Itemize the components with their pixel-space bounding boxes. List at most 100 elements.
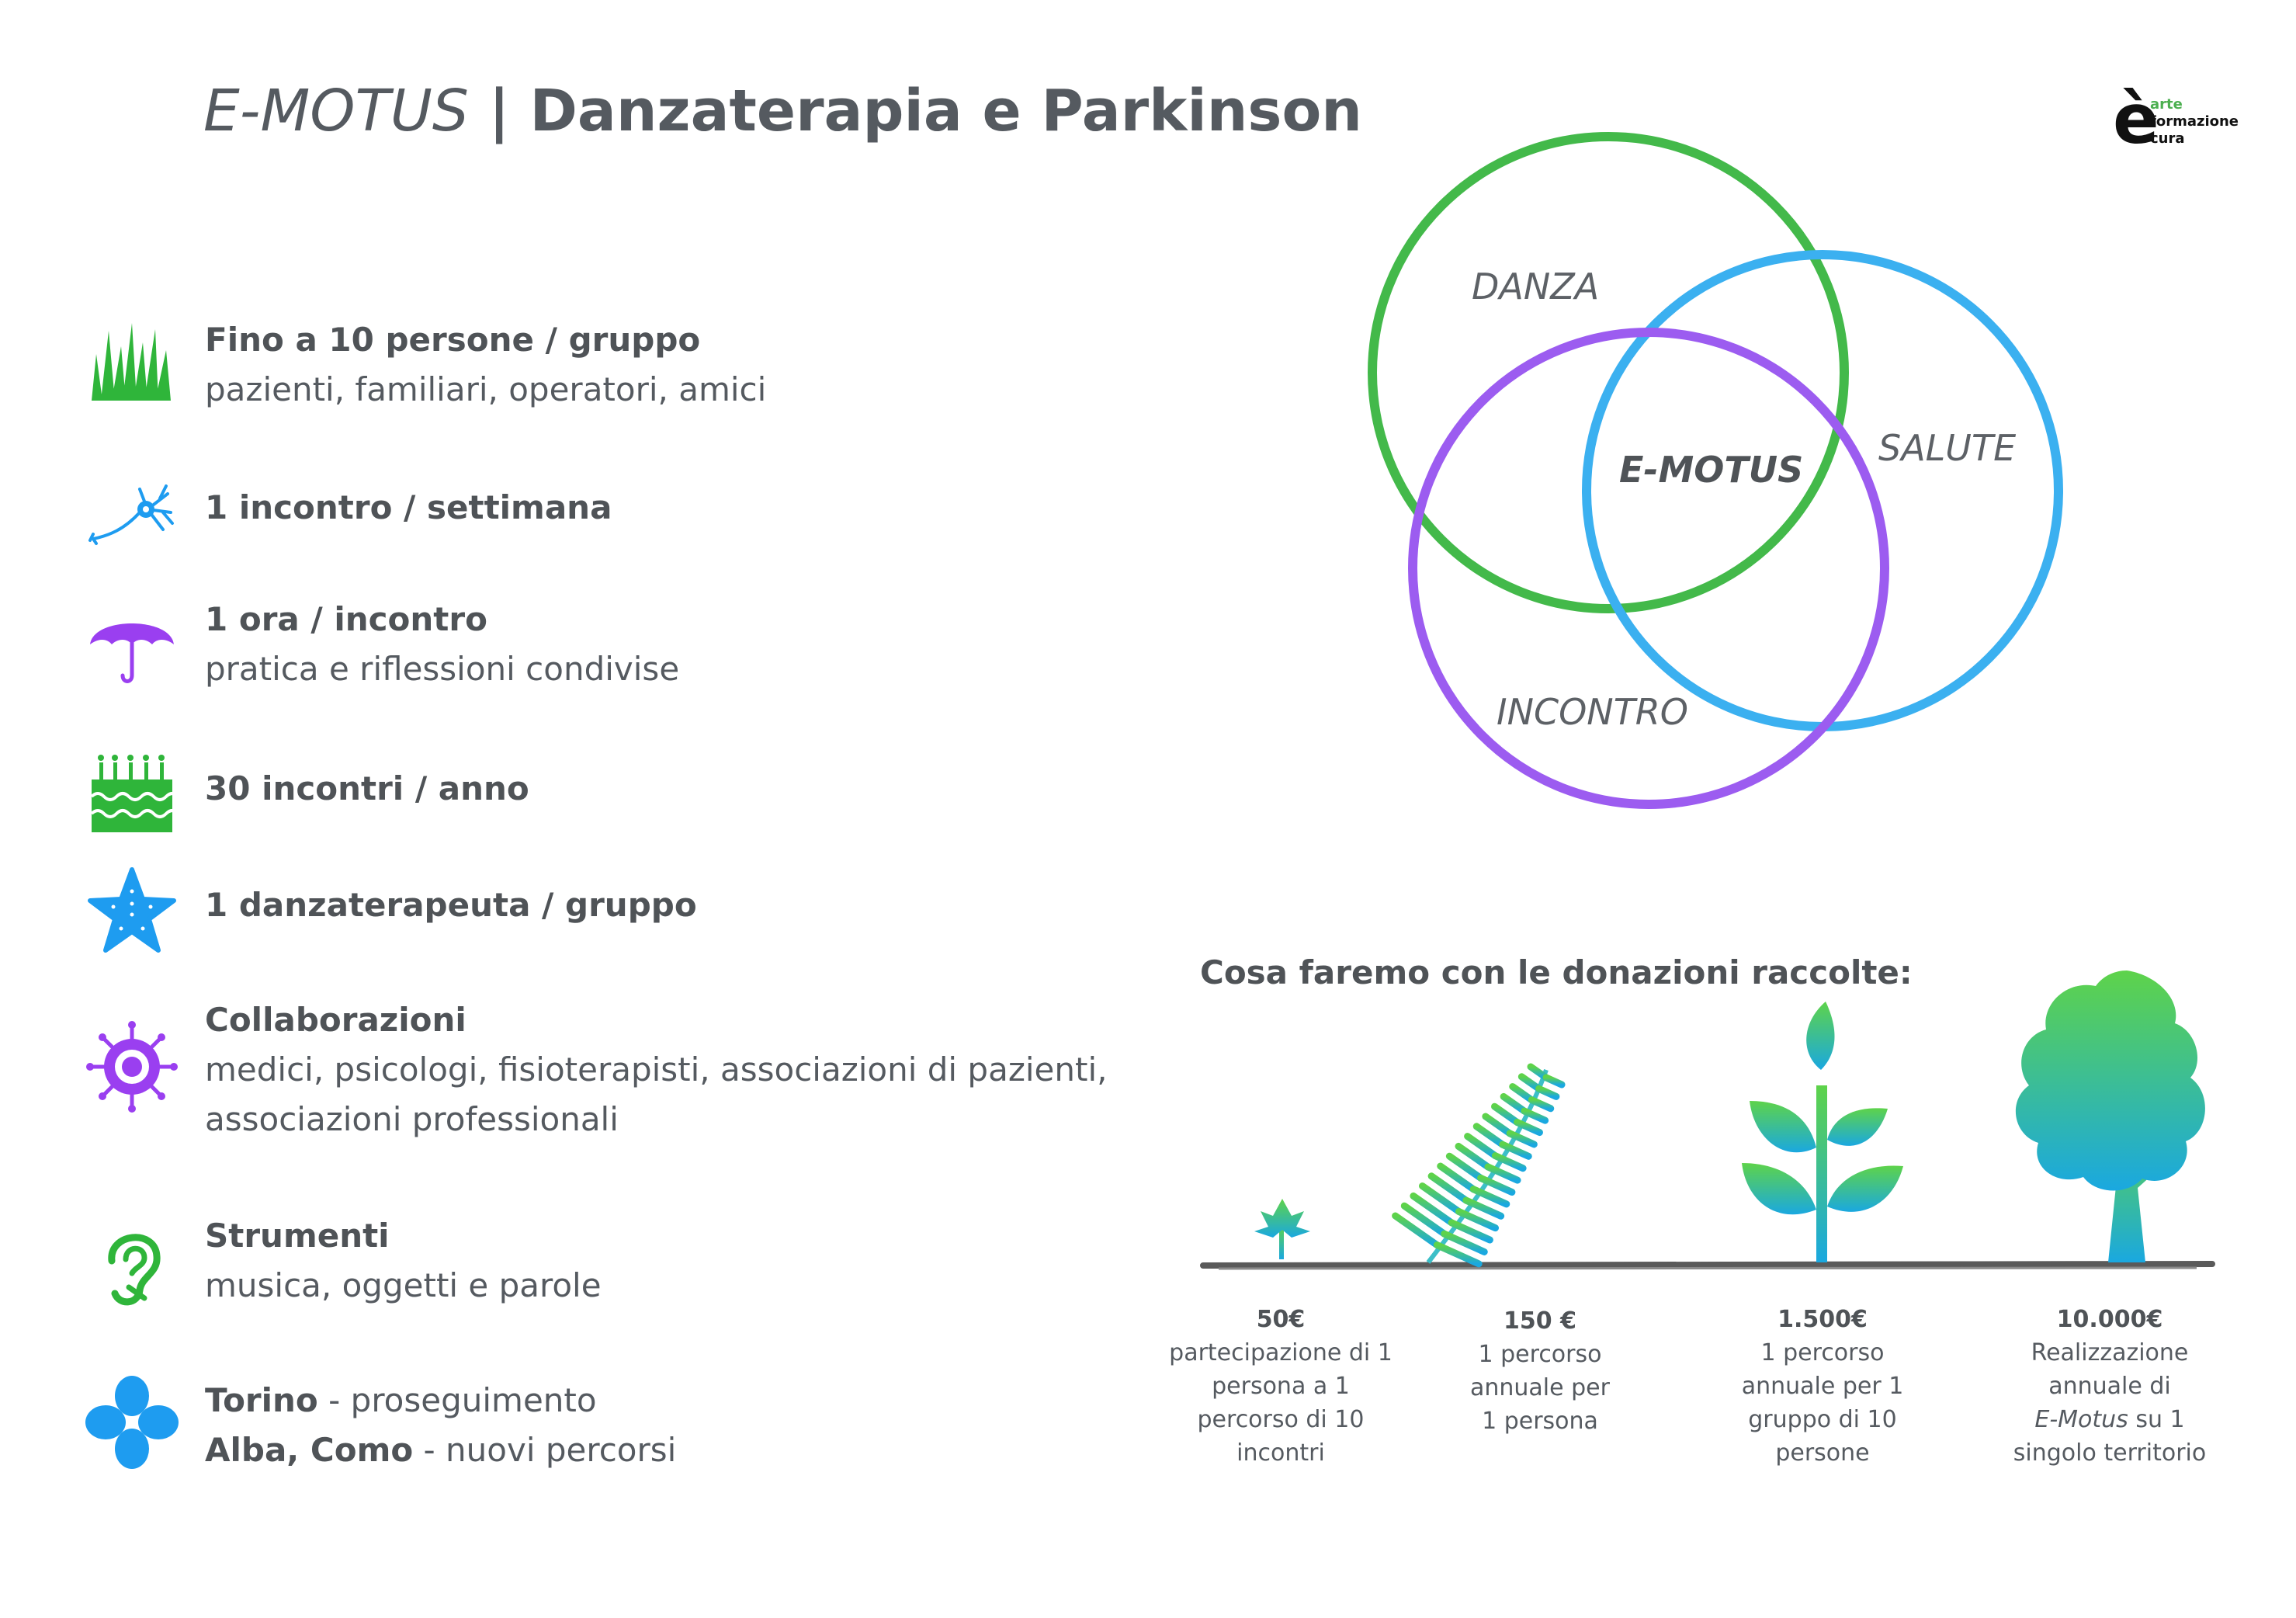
logo-line-formazione: formazione (2150, 113, 2239, 130)
fern-icon (1392, 1063, 1566, 1268)
fern-leaflet (1472, 1123, 1507, 1148)
title-subtitle: Danzaterapia e Parkinson (529, 78, 1362, 144)
grass-icon (92, 323, 171, 401)
fern-leaflet (1509, 1083, 1535, 1104)
virus-icon (86, 1021, 178, 1113)
feature-title: Strumenti (205, 1217, 390, 1255)
feature-desc-2: - nuovi percorsi (413, 1431, 677, 1469)
fern-leaflet (1427, 1172, 1470, 1204)
logo-letter: è (2113, 79, 2159, 159)
fern-leaflet (1477, 1174, 1516, 1196)
tier-line: singolo territorio (2013, 1439, 2207, 1467)
feature-title: Collaborazioni (205, 1001, 466, 1039)
fern-leaflet (1506, 1130, 1538, 1148)
clover-icon (85, 1376, 179, 1469)
logo-line-arte: arte (2150, 96, 2183, 113)
fern-leaflet (1448, 1219, 1493, 1244)
feature-title: 1 incontro / settimana (205, 488, 612, 526)
fern-leaflet (1500, 1092, 1528, 1115)
tier-line: gruppo di 10 (1748, 1406, 1897, 1433)
fern-leaflet (1445, 1152, 1485, 1182)
organization-logo: è arte formazione cura (2113, 81, 2245, 158)
logo-line-cura: cura (2150, 130, 2185, 147)
venn-label-danza: DANZA (1472, 266, 1600, 307)
feature-title: 1 ora / incontro (205, 600, 487, 638)
tier-line: partecipazione di 1 (1169, 1339, 1393, 1366)
fern-leaflet (1462, 1196, 1505, 1220)
tier-line: incontri (1236, 1439, 1325, 1467)
feature-desc: - proseguimento (317, 1381, 597, 1419)
logo-text: arte formazione cura (2150, 96, 2239, 148)
fern-leaflet (1441, 1230, 1488, 1255)
feature-title: 30 incontri / anno (205, 769, 529, 807)
tier-line: Realizzazione (2031, 1339, 2189, 1366)
feature-text: 1 ora / incontro pratica e riflessioni c… (205, 595, 679, 694)
neuron-icon (88, 484, 174, 545)
donation-tier-150: 150 € 1 percorso annuale per 1 persona (1424, 1304, 1656, 1438)
fern-leaflet (1484, 1163, 1521, 1184)
venn-circle-danza (1368, 132, 1849, 613)
donations-illustration (1200, 970, 2215, 1270)
tier-line: 1 percorso (1760, 1339, 1885, 1366)
title-separator: | (468, 78, 530, 144)
tier-line: annuale per 1 (1741, 1373, 1904, 1400)
venn-label-incontro: INCONTRO (1497, 691, 1688, 733)
venn-circle-salute (1582, 250, 2063, 731)
feature-text: 1 incontro / settimana (205, 483, 612, 533)
fern-leaflet (1528, 1096, 1555, 1113)
tier-line: percorso di 10 (1197, 1406, 1365, 1433)
fern-leaflet (1455, 1208, 1499, 1232)
tier-line: annuale per (1470, 1374, 1610, 1401)
tier-amount: 1.500€ (1777, 1306, 1868, 1333)
fern-leaflet (1437, 1162, 1477, 1193)
fern-leaflet (1433, 1241, 1483, 1268)
tree-icon (2015, 970, 2205, 1262)
feature-title-2: Alba, Como (205, 1431, 414, 1469)
ground-line (1200, 1261, 2215, 1269)
fern-leaflet (1400, 1202, 1448, 1238)
fern-leaflet (1542, 1074, 1566, 1089)
feature-desc: pratica e riflessioni condivise (205, 650, 680, 688)
fern-leaflet (1535, 1085, 1560, 1100)
page-title: E-MOTUS | Danzaterapia e Parkinson (203, 78, 1362, 144)
fern-leaflet (1482, 1113, 1514, 1137)
feature-desc-2: associazioni professionali (205, 1100, 619, 1138)
feature-title: Fino a 10 persone / gruppo (205, 321, 701, 359)
fern-leaflet (1521, 1107, 1549, 1124)
umbrella-icon (90, 623, 174, 683)
tier-line: su 1 (2128, 1406, 2185, 1433)
tier-line: persone (1775, 1439, 1870, 1467)
venn-circle-incontro (1408, 328, 1889, 809)
tier-amount: 10.000€ (2056, 1306, 2163, 1333)
tier-amount: 50€ (1256, 1306, 1306, 1333)
sprout-icon (1254, 1199, 1310, 1259)
fern-leaflet (1514, 1119, 1543, 1137)
feature-title: 1 danzaterapeuta / gruppo (205, 886, 697, 924)
fern-leaflet (1392, 1212, 1441, 1249)
fern-leaflet (1419, 1182, 1462, 1215)
tier-emphasis: E-Motus (2034, 1406, 2128, 1433)
plant-icon (1742, 1002, 1903, 1262)
feature-desc: pazienti, familiari, operatori, amici (205, 370, 767, 408)
feature-desc: musica, oggetti e parole (205, 1266, 602, 1304)
fern-leaflet (1491, 1152, 1527, 1172)
tier-line: 1 persona (1482, 1408, 1598, 1435)
fern-leaflet (1464, 1133, 1499, 1160)
ear-icon (108, 1234, 161, 1306)
donations-title: Cosa faremo con le donazioni raccolte: (1200, 953, 1913, 991)
venn-label-salute: SALUTE (1878, 427, 2017, 469)
fern-leaflet (1517, 1073, 1543, 1092)
starfish-icon (88, 867, 176, 953)
feature-text: Torino - proseguimento Alba, Como - nuov… (205, 1376, 676, 1475)
fern-leaflet (1469, 1186, 1510, 1208)
tier-line: annuale di (2048, 1373, 2171, 1400)
tier-line: persona a 1 (1212, 1373, 1350, 1400)
tier-amount: 150 € (1503, 1307, 1576, 1335)
donation-tier-1500: 1.500€ 1 percorso annuale per 1 gruppo d… (1706, 1303, 1939, 1470)
feature-text: 30 incontri / anno (205, 764, 529, 814)
ground-texture (1218, 1266, 2197, 1270)
venn-diagram (1368, 132, 2063, 809)
tier-line: 1 percorso (1478, 1341, 1602, 1368)
donation-tier-10000: 10.000€ Realizzazione annuale di E-Motus… (1993, 1303, 2226, 1470)
feature-text: Strumenti musica, oggetti e parole (205, 1211, 602, 1311)
